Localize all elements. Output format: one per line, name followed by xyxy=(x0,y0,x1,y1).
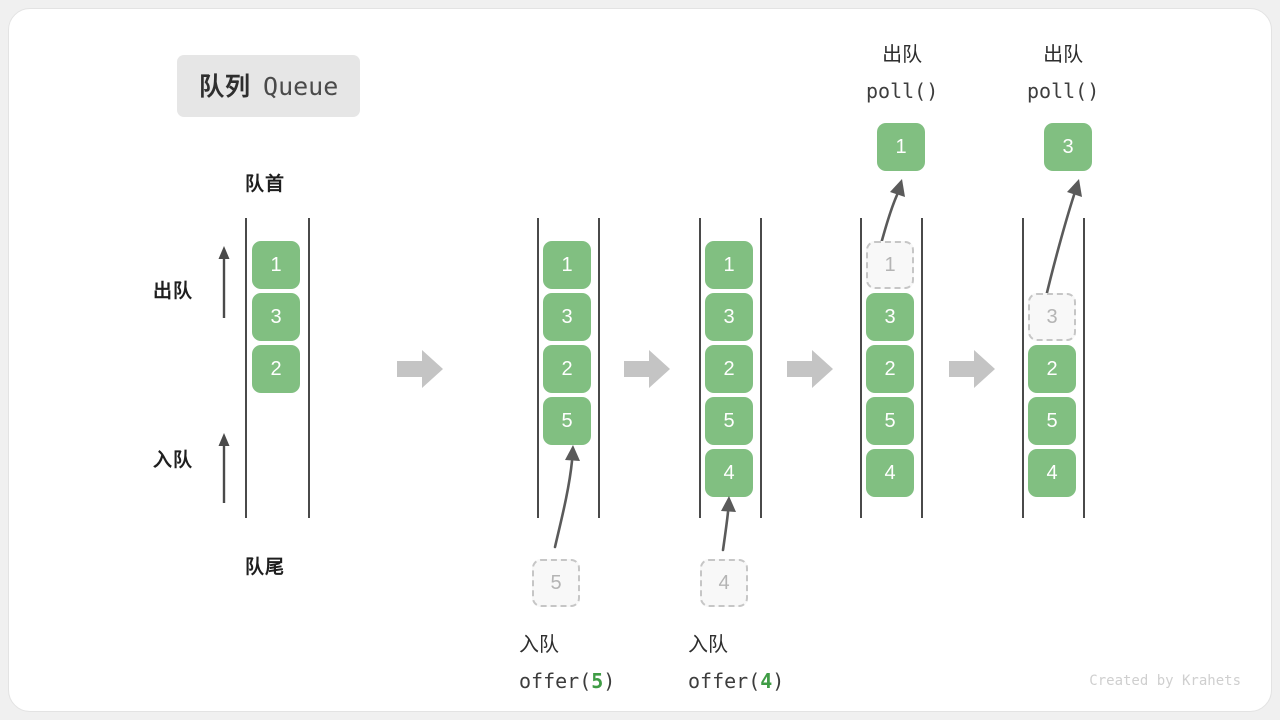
stage-5-rail-left xyxy=(1022,218,1024,518)
stage-4-popped-element: 1 xyxy=(877,123,925,171)
stage-4-element: 3 xyxy=(866,293,914,341)
stage-2-operation-code: offer(5) xyxy=(519,669,616,693)
stage-2-rail-left xyxy=(537,218,539,518)
stage-3-rail-right xyxy=(760,218,762,518)
stage-3-element-new: 4 xyxy=(705,449,753,497)
enqueue-legend-label: 入队 xyxy=(153,450,194,471)
stage-1-element: 2 xyxy=(252,345,300,393)
stage-5-popped-element: 3 xyxy=(1044,123,1092,171)
stage-1-rail-left xyxy=(245,218,247,518)
stage-5-operation-cn: 出队 xyxy=(1043,44,1084,66)
diagram-canvas: 队列 Queue 队首 队尾 出队 入队 1 3 2 1 3 2 5 xyxy=(8,8,1272,712)
stage-2-element: 1 xyxy=(543,241,591,289)
stage-3-element: 3 xyxy=(705,293,753,341)
stage-3-rail-left xyxy=(699,218,701,518)
queue-head-label: 队首 xyxy=(245,174,286,195)
stage-3-pending-element: 4 xyxy=(700,559,748,607)
stage-5-pop-arrow-icon xyxy=(1027,175,1097,303)
stage-5-element: 5 xyxy=(1028,397,1076,445)
stage-4-element-removed: 1 xyxy=(866,241,914,289)
stage-5-rail-right xyxy=(1083,218,1085,518)
stage-1-element: 1 xyxy=(252,241,300,289)
diagram-title-badge: 队列 Queue xyxy=(177,55,361,117)
stage-2-element: 3 xyxy=(543,293,591,341)
stage-3-operation-label: 入队 offer(4) xyxy=(688,627,784,699)
credit-text: Created by Krahets xyxy=(1089,673,1241,689)
queue-tail-label: 队尾 xyxy=(245,557,286,578)
enqueue-direction-arrow-icon xyxy=(216,433,232,507)
stage-2-operation-cn: 入队 xyxy=(519,634,559,656)
stage-3-insert-arrow-icon xyxy=(705,492,755,552)
stage-2-operation-label: 入队 offer(5) xyxy=(519,627,615,699)
stage-2-element-new: 5 xyxy=(543,397,591,445)
stage-2-element: 2 xyxy=(543,345,591,393)
stage-4-rail-left xyxy=(860,218,862,518)
stage-2-pending-element: 5 xyxy=(532,559,580,607)
stage-4-element: 2 xyxy=(866,345,914,393)
stage-5-operation-label: 出队 poll() xyxy=(1027,37,1099,109)
stage-4-operation-cn: 出队 xyxy=(882,44,923,66)
stage-2-insert-arrow-icon xyxy=(533,439,593,549)
dequeue-direction-arrow-icon xyxy=(216,246,232,320)
stage-3-element: 2 xyxy=(705,345,753,393)
stage-3-operation-cn: 入队 xyxy=(688,634,728,656)
stage-5-element-removed: 3 xyxy=(1028,293,1076,341)
stage-1-rail-right xyxy=(308,218,310,518)
stage-4-element: 4 xyxy=(866,449,914,497)
stage-4-element: 5 xyxy=(866,397,914,445)
stage-2-rail-right xyxy=(598,218,600,518)
dequeue-legend-label: 出队 xyxy=(153,281,194,302)
title-english: Queue xyxy=(263,72,339,101)
stage-3-operation-code: offer(4) xyxy=(688,669,785,693)
step-arrow-icon xyxy=(787,348,833,390)
stage-5-element: 4 xyxy=(1028,449,1076,497)
stage-5-operation-code: poll() xyxy=(1027,79,1100,103)
step-arrow-icon xyxy=(949,348,995,390)
stage-4-operation-code: poll() xyxy=(866,79,939,103)
stage-5-element: 2 xyxy=(1028,345,1076,393)
step-arrow-icon xyxy=(397,348,443,390)
stage-3-element: 1 xyxy=(705,241,753,289)
stage-4-rail-right xyxy=(921,218,923,518)
stage-4-operation-label: 出队 poll() xyxy=(866,37,938,109)
stage-3-element: 5 xyxy=(705,397,753,445)
stage-1-element: 3 xyxy=(252,293,300,341)
step-arrow-icon xyxy=(624,348,670,390)
title-chinese: 队列 xyxy=(199,73,252,101)
